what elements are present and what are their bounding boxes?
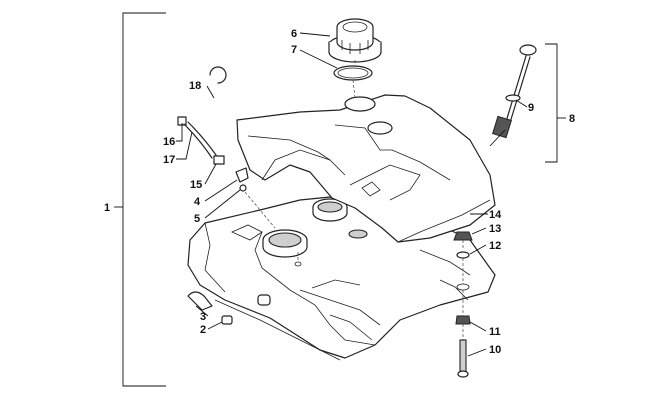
callout-2: 2 <box>200 324 206 336</box>
grommet-5 <box>239 184 247 192</box>
callout-13: 13 <box>489 223 501 235</box>
fuel-gauge-sender <box>492 44 537 139</box>
gauge-o-ring <box>505 94 521 102</box>
callout-17: 17 <box>163 154 175 166</box>
vent-hose-assembly <box>177 66 249 192</box>
hose-clamp-18 <box>209 66 227 84</box>
washer-12 <box>456 251 470 259</box>
nut-13 <box>453 231 473 241</box>
tank-cover <box>236 94 496 243</box>
callout-3: 3 <box>200 311 206 323</box>
assembly-bracket <box>114 12 166 387</box>
callout-10: 10 <box>489 344 501 356</box>
cap-gasket-inner <box>337 67 369 79</box>
callout-16: 16 <box>163 136 175 148</box>
mount-hole-rear <box>294 261 302 267</box>
callout-5: 5 <box>194 213 200 225</box>
callout-4: 4 <box>194 196 201 208</box>
spacer-11 <box>455 315 471 325</box>
callout-12: 12 <box>489 240 501 252</box>
callout-8: 8 <box>569 113 575 125</box>
cover-gauge-opening <box>344 96 376 112</box>
elbow-4 <box>235 167 249 183</box>
plug-2 <box>221 315 233 325</box>
gauge-bracket <box>545 43 558 163</box>
tank-fitting <box>257 294 271 306</box>
strap-3 <box>187 291 213 311</box>
cover-cap-opening <box>367 121 393 135</box>
callout-15: 15 <box>190 179 202 191</box>
callout-6: 6 <box>291 28 297 40</box>
mounting-hardware <box>453 231 473 378</box>
filler-neck-main <box>312 198 348 222</box>
filler-neck-pump <box>262 229 308 258</box>
callout-9: 9 <box>528 102 534 114</box>
bolt-10-head <box>457 370 469 378</box>
tank-port <box>348 229 368 239</box>
callout-18: 18 <box>189 80 201 92</box>
hose-17 <box>183 123 213 159</box>
callout-1: 1 <box>104 202 110 214</box>
callout-14: 14 <box>489 209 502 221</box>
callout-7: 7 <box>291 44 297 56</box>
callout-11: 11 <box>489 326 501 338</box>
clamp-15 <box>213 155 225 165</box>
bolt-10-shank <box>459 339 467 373</box>
fuel-cap <box>328 18 382 63</box>
